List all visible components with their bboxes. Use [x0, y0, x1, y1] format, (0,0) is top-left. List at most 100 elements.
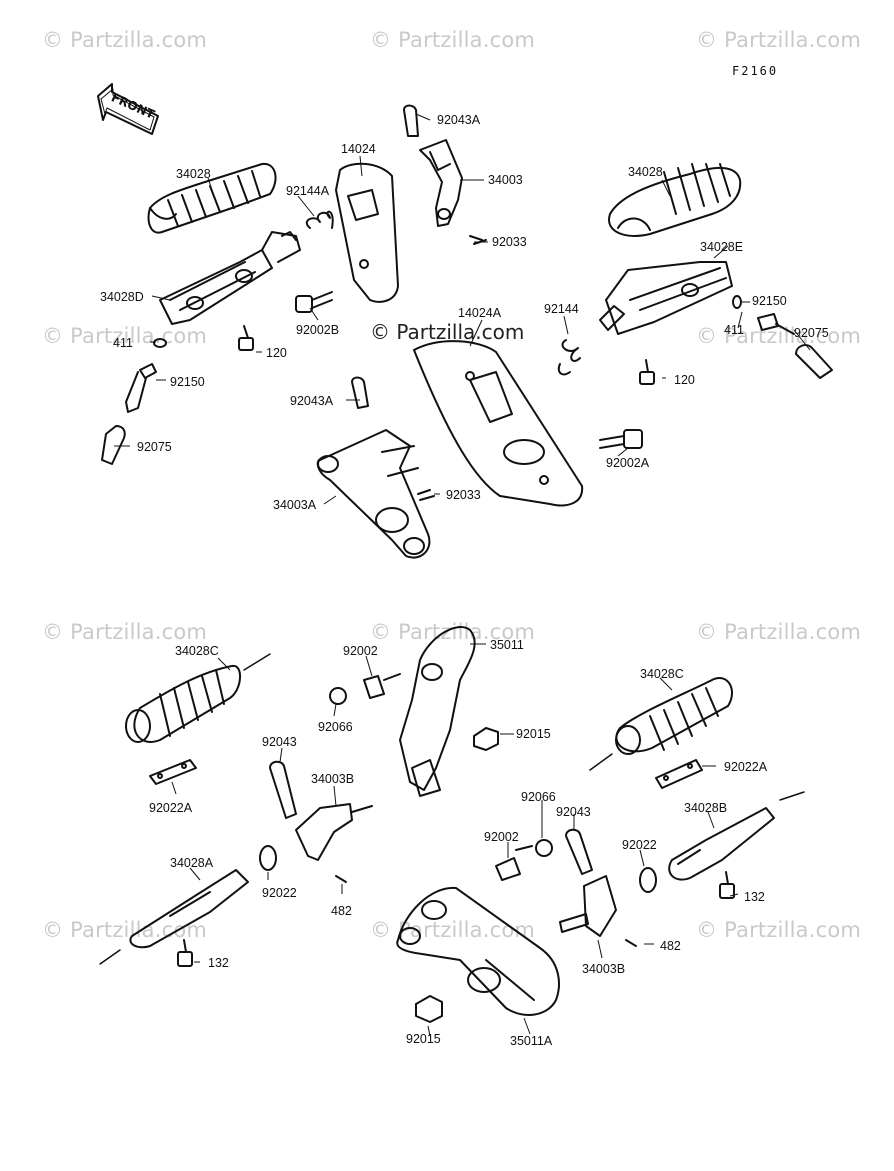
watermark: © Partzilla.com: [370, 620, 536, 644]
grip-34028c-right: [589, 677, 733, 771]
pin-92043-left: [269, 760, 297, 819]
part-label: 92002B: [296, 323, 340, 337]
washer-92066-left: [329, 687, 347, 705]
bolt-92002a: [599, 429, 643, 449]
grip-34028-left: [147, 162, 277, 234]
part-label: 14024: [341, 142, 376, 156]
part-label: 35011: [490, 638, 524, 652]
part-label: 92066: [318, 720, 353, 734]
part-label: 92022: [262, 886, 297, 900]
bolt-92002-right: [495, 845, 533, 881]
part-label: 92022A: [724, 760, 768, 774]
spring-92144: [557, 339, 581, 376]
part-label: 92144: [544, 302, 579, 316]
part-label: 92075: [137, 440, 172, 454]
watermark: © Partzilla.com: [696, 28, 862, 52]
part-label: 34028E: [700, 240, 744, 254]
part-label: 92043A: [290, 394, 334, 408]
plate-92022a-right: [655, 759, 703, 789]
bolt-92002b: [295, 291, 333, 313]
part-label: 92015: [516, 727, 551, 741]
part-label: 92002: [343, 644, 378, 658]
spring-92144a: [305, 210, 334, 229]
nut-92015-top: [473, 727, 499, 751]
part-label: 92043: [262, 735, 297, 749]
bolt-132-left: [177, 939, 193, 967]
part-label: 34003: [488, 173, 523, 187]
bracket-34003b-left: [295, 803, 373, 861]
part-label: 35011A: [510, 1034, 553, 1048]
part-label: 92150: [170, 375, 205, 389]
plate-92022a-left: [149, 759, 197, 785]
part-label: 92022: [622, 838, 657, 852]
grip-34028-right: [608, 163, 742, 237]
part-label: 92075: [794, 326, 829, 340]
part-label: 92022A: [149, 801, 193, 815]
clip-482-left: [335, 875, 347, 883]
pin-92150-right: [757, 313, 795, 335]
footpeg-34028b: [668, 791, 805, 881]
part-label: 34003A: [273, 498, 317, 512]
part-label: 34003B: [311, 772, 355, 786]
grip-34028c-left: [125, 653, 271, 743]
bolt-120-left: [238, 325, 254, 351]
watermark: © Partzilla.com: [696, 620, 862, 644]
part-label: 92002: [484, 830, 519, 844]
part-label: 92144A: [286, 184, 330, 198]
part-label: 132: [208, 956, 229, 970]
pin-92043-right: [565, 828, 593, 875]
clip-482-right: [625, 939, 637, 947]
footpeg-34028d: [159, 231, 301, 325]
part-label: 92033: [492, 235, 527, 249]
nut-92015-bottom: [415, 995, 443, 1023]
pin-92150-left: [125, 363, 157, 413]
bolt-120-right: [639, 359, 655, 385]
front-indicator: FRONT: [92, 85, 162, 135]
part-label: 120: [266, 346, 287, 360]
part-label: 482: [660, 939, 681, 953]
bracket-34003b-right: [559, 875, 617, 937]
plate-14024a: [413, 340, 584, 507]
washer-411-right: [732, 295, 742, 309]
part-label: 120: [674, 373, 695, 387]
bolt-132-right: [719, 871, 735, 899]
part-label: 34028C: [175, 644, 219, 658]
part-label: 92066: [521, 790, 556, 804]
plate-14024: [335, 162, 399, 303]
watermark: © Partzilla.com: [370, 28, 536, 52]
part-label: 34028: [628, 165, 663, 179]
bracket-35011: [399, 625, 476, 797]
watermark: © Partzilla.com: [42, 324, 208, 348]
front-label: FRONT: [109, 90, 157, 122]
part-label: 34028D: [100, 290, 144, 304]
part-label: 34028: [176, 167, 211, 181]
part-label: 92150: [752, 294, 787, 308]
bracket-34003a: [316, 376, 431, 559]
cap-92075-right: [795, 344, 833, 379]
part-label: 92002A: [606, 456, 650, 470]
bracket-35011a: [396, 886, 560, 1016]
leader-lines: [114, 113, 811, 1037]
part-label: 92033: [446, 488, 481, 502]
part-label: 411: [724, 323, 744, 337]
washer-92022-left: [259, 845, 277, 871]
footpeg-34028e: [599, 261, 733, 335]
washer-411-left: [153, 338, 167, 348]
watermark: © Partzilla.com: [696, 918, 862, 942]
figure-code: F2160: [732, 64, 779, 78]
washer-92022-right: [639, 867, 657, 893]
washer-92066-right: [535, 839, 553, 857]
footpeg-34028a: [99, 869, 249, 965]
watermark: © Partzilla.com: [42, 28, 208, 52]
bolt-92002-left: [363, 673, 401, 699]
part-label: 92015: [406, 1032, 441, 1046]
part-label: 14024A: [458, 306, 502, 320]
part-label: 34003B: [582, 962, 626, 976]
watermark: © Partzilla.com: [696, 324, 862, 348]
pin-92043a-top: [403, 104, 419, 137]
clip-92033-top: [469, 235, 487, 245]
part-label: 132: [744, 890, 765, 904]
clip-92033-mid: [417, 489, 435, 501]
